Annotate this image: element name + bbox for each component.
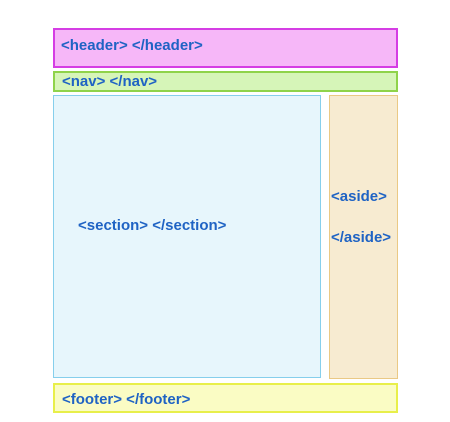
aside-block <box>329 95 398 379</box>
header-tag-label: <header> </header> <box>61 37 203 54</box>
header-block <box>53 28 398 68</box>
section-block <box>53 95 321 378</box>
section-tag-label: <section> </section> <box>78 217 227 234</box>
aside-close-tag-label: </aside> <box>331 229 392 246</box>
aside-open-tag-label: <aside> <box>331 188 387 205</box>
footer-tag-label: <footer> </footer> <box>62 391 191 408</box>
footer-block <box>53 383 398 413</box>
nav-block <box>53 71 398 92</box>
nav-tag-label: <nav> </nav> <box>62 73 158 90</box>
